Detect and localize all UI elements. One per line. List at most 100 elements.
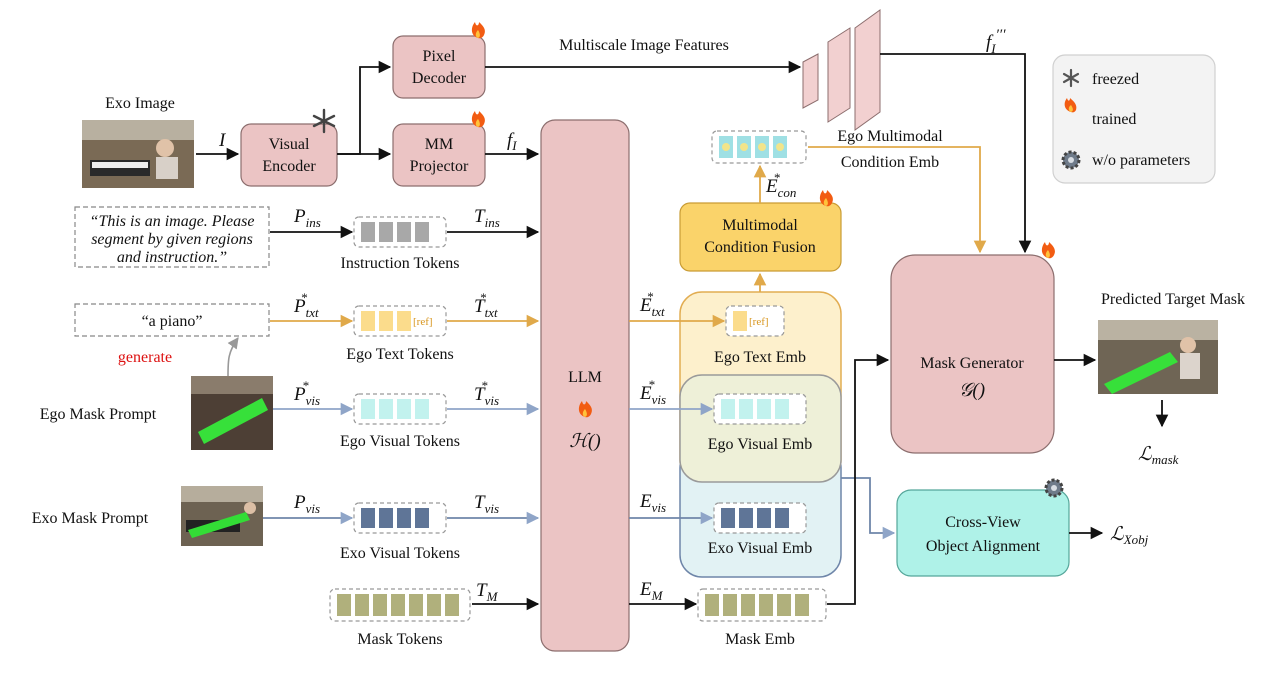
exo-visual-tokens-label: Exo Visual Tokens bbox=[340, 545, 460, 562]
predicted-mask-image bbox=[1098, 320, 1218, 394]
symbol-P-txt: Ptxt* bbox=[293, 290, 319, 320]
mask-generator-label: Mask Generator bbox=[920, 355, 1024, 372]
ego-text-tokens-ref-label: [ref] bbox=[413, 316, 433, 328]
arrow-cond-to-maskgen bbox=[808, 146, 987, 254]
mm-projector-box bbox=[392, 123, 486, 187]
exo-mask-prompt-label: Exo Mask Prompt bbox=[32, 510, 149, 527]
instruction-tokens-label: Instruction Tokens bbox=[340, 255, 459, 272]
legend-label-freezed: freezed bbox=[1092, 71, 1139, 88]
exo-visual-tokens-token bbox=[379, 508, 393, 528]
visual-encoder-line2: Encoder bbox=[262, 158, 316, 175]
fire-icon bbox=[471, 111, 485, 128]
text-prompt: “a piano” bbox=[142, 313, 203, 330]
legend-label-trained: trained bbox=[1092, 111, 1136, 128]
symbol-P-vis-star: Pvis* bbox=[293, 378, 320, 408]
ego-mm-cond-tokens-token-dot bbox=[776, 143, 784, 151]
pixel-decoder-line1: Pixel bbox=[423, 48, 456, 65]
cross-view-line2: Object Alignment bbox=[926, 538, 1041, 555]
mask-tokens-token bbox=[391, 594, 405, 616]
ego-mm-cond-line2: Condition Emb bbox=[841, 154, 939, 171]
visual-encoder-line1: Visual bbox=[269, 136, 310, 153]
instruction-text-box bbox=[74, 206, 270, 268]
pixel-decoder-line2: Decoder bbox=[412, 70, 467, 87]
symbol-I: I bbox=[218, 130, 227, 151]
multiscale-feature-maps bbox=[802, 9, 881, 131]
ego-text-tokens-token bbox=[361, 311, 375, 331]
ego-mask-prompt-label: Ego Mask Prompt bbox=[40, 406, 157, 423]
generate-label: generate bbox=[118, 349, 172, 366]
ego-text-emb-tokens-ref-label: [ref] bbox=[749, 316, 769, 328]
ego-mm-cond-tokens-token-dot bbox=[722, 143, 730, 151]
instruction-line3: and instruction.” bbox=[117, 249, 227, 266]
exo-mask-prompt-image bbox=[181, 486, 263, 546]
symbol-T-ins: Tins bbox=[474, 206, 500, 230]
loss-mask: ℒmask bbox=[1138, 444, 1179, 467]
mask-emb-tokens-token bbox=[723, 594, 737, 616]
pixel-decoder-box bbox=[392, 35, 486, 99]
ego-visual-emb-group bbox=[679, 374, 842, 483]
visual-encoder-box bbox=[240, 123, 338, 187]
fusion-line2: Condition Fusion bbox=[704, 239, 816, 256]
ego-visual-tokens-label: Ego Visual Tokens bbox=[340, 433, 460, 450]
ego-visual-emb-tokens-token bbox=[739, 399, 753, 419]
exo-image-label: Exo Image bbox=[105, 95, 175, 112]
symbol-T-txt: Ttxt* bbox=[474, 290, 498, 320]
llm-box bbox=[540, 119, 630, 652]
mask-emb-tokens-token bbox=[705, 594, 719, 616]
legend-box bbox=[1052, 54, 1216, 184]
ego-mm-cond-line1: Ego Multimodal bbox=[837, 128, 943, 145]
llm-symbol: ℋ() bbox=[569, 431, 600, 452]
mask-tokens-token bbox=[355, 594, 369, 616]
symbol-E-txt: Etxt* bbox=[639, 289, 665, 319]
arrow-encoder-to-decoder bbox=[337, 60, 392, 155]
symbol-E-M: EM bbox=[639, 579, 664, 603]
ego-text-tokens-token bbox=[397, 311, 411, 331]
fire-icon bbox=[819, 190, 833, 207]
mask-emb-tokens-token bbox=[741, 594, 755, 616]
mask-tokens-token bbox=[337, 594, 351, 616]
cross-view-line1: Cross-View bbox=[945, 514, 1021, 531]
snowflake-icon bbox=[1062, 68, 1080, 88]
instruction-line2: segment by given regions bbox=[91, 231, 253, 248]
mask-emb-label: Mask Emb bbox=[725, 631, 795, 648]
exo-visual-tokens-token bbox=[415, 508, 429, 528]
symbol-P-vis: Pvis bbox=[293, 492, 320, 516]
ego-mask-prompt-image bbox=[191, 376, 273, 450]
arrow-features-to-maskgen bbox=[880, 53, 1032, 254]
mm-projector-line2: Projector bbox=[410, 158, 469, 175]
f-I-triple-prime: fI′′′ bbox=[986, 27, 1006, 56]
fire-icon bbox=[471, 22, 485, 39]
mask-tokens-label: Mask Tokens bbox=[357, 631, 442, 648]
instruction-line1: “This is an image. Please bbox=[90, 213, 255, 230]
mask-generator-box bbox=[890, 254, 1055, 454]
exo-visual-emb-label: Exo Visual Emb bbox=[708, 540, 813, 557]
text-prompt-box bbox=[74, 303, 270, 337]
ego-visual-tokens-token bbox=[379, 399, 393, 419]
ego-text-emb-tokens-token bbox=[733, 311, 747, 331]
ego-visual-emb-tokens-token bbox=[757, 399, 771, 419]
ego-text-tokens-label: Ego Text Tokens bbox=[346, 346, 453, 363]
ego-text-tokens-token bbox=[379, 311, 393, 331]
ego-mm-cond-tokens-token-dot bbox=[740, 143, 748, 151]
fire-icon bbox=[578, 401, 592, 418]
symbol-E-vis: Evis bbox=[639, 491, 666, 515]
instruction-tokens-token bbox=[397, 222, 411, 242]
ego-visual-tokens-token bbox=[361, 399, 375, 419]
mask-generator-symbol: 𝒢() bbox=[959, 380, 985, 401]
ego-text-emb-label: Ego Text Emb bbox=[714, 349, 806, 366]
symbol-P-ins: Pins bbox=[293, 206, 321, 230]
mask-tokens-token bbox=[373, 594, 387, 616]
arrow-emb-to-crossview bbox=[841, 477, 896, 540]
llm-label: LLM bbox=[568, 369, 602, 386]
mask-tokens-token bbox=[409, 594, 423, 616]
gear-icon bbox=[1061, 150, 1081, 170]
mm-projector-line1: MM bbox=[425, 136, 453, 153]
arrow-mask-emb-to-maskgen bbox=[827, 353, 890, 605]
symbol-f-I: fI bbox=[507, 130, 517, 153]
loss-xobj: ℒXobj bbox=[1110, 524, 1149, 547]
generate-arrow bbox=[227, 337, 239, 377]
fire-icon bbox=[1064, 98, 1077, 113]
ego-visual-emb-label: Ego Visual Emb bbox=[708, 436, 813, 453]
symbol-T-vis-star: Tvis* bbox=[474, 378, 499, 408]
exo-visual-tokens-token bbox=[361, 508, 375, 528]
